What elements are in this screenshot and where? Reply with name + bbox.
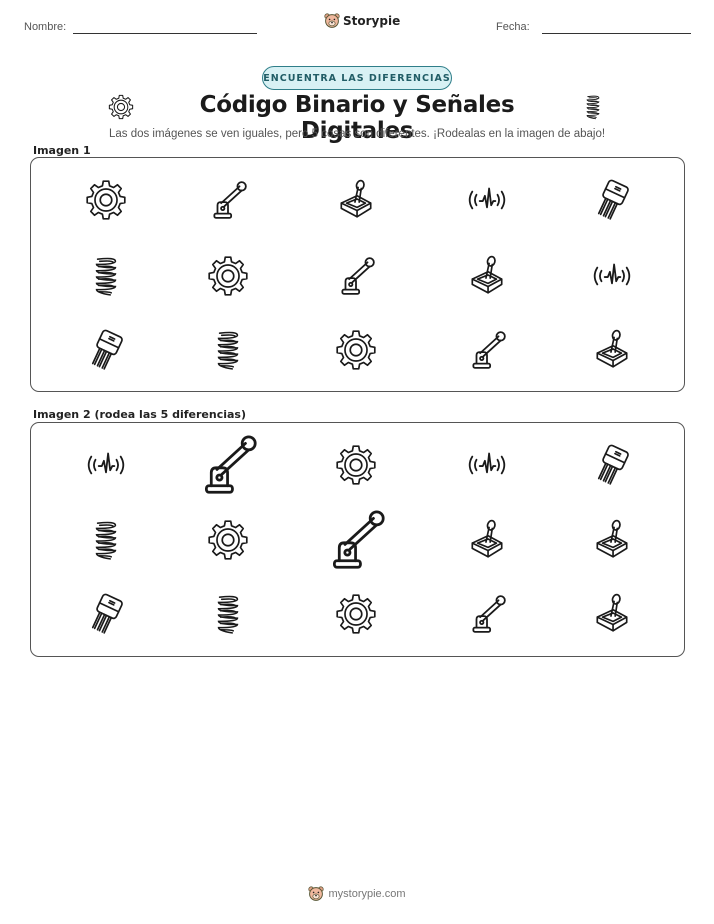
- name-field-line[interactable]: [73, 33, 257, 34]
- spring-icon[interactable]: [207, 593, 249, 635]
- footer: mystorypie.com: [0, 886, 714, 905]
- signal-wave-icon[interactable]: [466, 444, 508, 486]
- bear-logo-icon: [324, 13, 340, 29]
- joystick-icon[interactable]: [591, 329, 633, 371]
- lever-icon[interactable]: [335, 255, 377, 297]
- title-spring-icon: [586, 95, 600, 120]
- lever-icon[interactable]: [323, 507, 388, 572]
- brand-name: Storypie: [343, 14, 401, 28]
- gear-icon[interactable]: [335, 593, 377, 635]
- panel1-label: Imagen 1: [33, 144, 91, 157]
- footer-bear-icon: [308, 886, 324, 902]
- gear-icon[interactable]: [335, 444, 377, 486]
- gear-icon[interactable]: [207, 255, 249, 297]
- lever-icon[interactable]: [466, 593, 508, 635]
- page-title: Código Binario y Señales Digitales: [199, 92, 515, 144]
- signal-wave-icon[interactable]: [466, 179, 508, 221]
- spring-icon[interactable]: [85, 519, 127, 561]
- joystick-icon[interactable]: [466, 519, 508, 561]
- image2-panel: [30, 422, 685, 657]
- instructions-text: Las dos imágenes se ven iguales, pero 5 …: [108, 128, 606, 140]
- title-gear-icon: [108, 94, 134, 120]
- lever-icon[interactable]: [195, 432, 260, 497]
- date-field-line[interactable]: [542, 33, 691, 34]
- panel2-label: Imagen 2 (rodea las 5 diferencias): [33, 408, 247, 421]
- spring-icon[interactable]: [85, 255, 127, 297]
- image1-panel: [30, 157, 685, 392]
- signal-wave-icon[interactable]: [85, 444, 127, 486]
- joystick-icon[interactable]: [591, 519, 633, 561]
- lever-icon[interactable]: [466, 329, 508, 371]
- transistor-icon[interactable]: [591, 444, 633, 486]
- footer-url: mystorypie.com: [328, 888, 406, 900]
- brand-logo: Storypie: [324, 13, 400, 29]
- gear-icon[interactable]: [207, 519, 249, 561]
- signal-wave-icon[interactable]: [591, 255, 633, 297]
- joystick-icon[interactable]: [335, 179, 377, 221]
- date-label: Fecha:: [496, 21, 530, 33]
- spring-icon[interactable]: [207, 329, 249, 371]
- transistor-icon[interactable]: [85, 593, 127, 635]
- joystick-icon[interactable]: [591, 593, 633, 635]
- lever-icon[interactable]: [207, 179, 249, 221]
- activity-badge: ENCUENTRA LAS DIFERENCIAS: [262, 66, 452, 90]
- transistor-icon[interactable]: [591, 179, 633, 221]
- transistor-icon[interactable]: [85, 329, 127, 371]
- name-label: Nombre:: [24, 21, 67, 33]
- gear-icon[interactable]: [335, 329, 377, 371]
- gear-icon[interactable]: [85, 179, 127, 221]
- joystick-icon[interactable]: [466, 255, 508, 297]
